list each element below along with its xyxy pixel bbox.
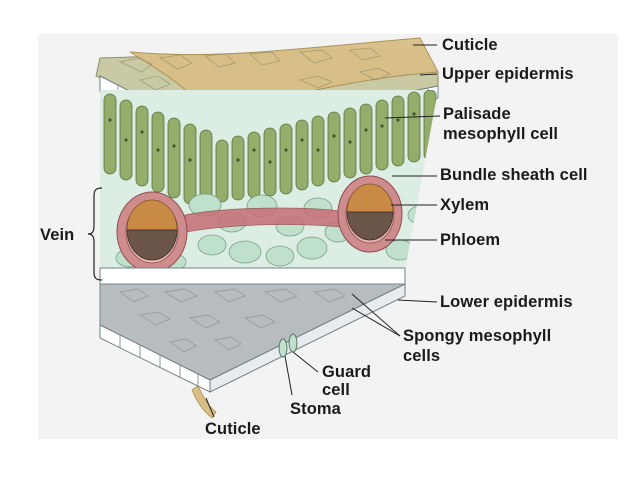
label-vein: Vein	[40, 226, 75, 244]
label-xylem: Xylem	[440, 196, 490, 214]
lower-cuticle	[191, 385, 217, 419]
label-bundle-sheath-cell: Bundle sheath cell	[440, 166, 588, 184]
label-palisade-line2: mesophyll cell	[443, 125, 559, 143]
label-phloem: Phloem	[440, 231, 501, 249]
label-cuticle-top: Cuticle	[442, 36, 498, 54]
palisade-layer	[103, 90, 437, 205]
label-lower-epidermis: Lower epidermis	[440, 293, 573, 311]
lower-epidermis	[99, 267, 406, 285]
label-upper-epidermis: Upper epidermis	[442, 65, 574, 83]
vein-bracket	[87, 187, 103, 281]
label-spongy-line1: Spongy mesophyll	[403, 327, 552, 345]
label-guard-line2: cell	[322, 381, 350, 399]
label-spongy-line2: cells	[403, 347, 441, 365]
guard-cells	[278, 333, 298, 358]
left-vein	[116, 191, 188, 273]
label-stoma: Stoma	[290, 400, 341, 418]
right-vein	[337, 175, 403, 253]
leader-lines	[205, 44, 441, 418]
label-palisade-line1: Palisade	[443, 105, 511, 123]
label-guard-line1: Guard	[322, 363, 372, 381]
label-cuticle-bottom: Cuticle	[205, 420, 261, 438]
